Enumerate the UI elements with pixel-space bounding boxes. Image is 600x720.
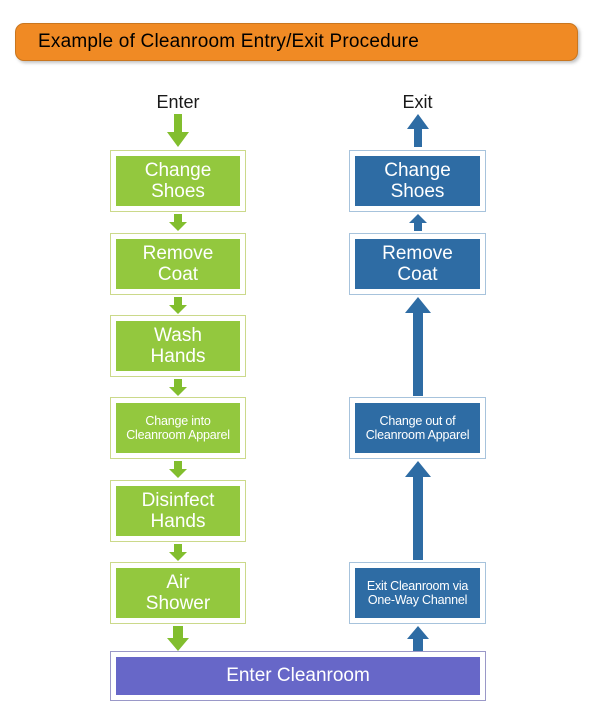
entry-arrow-6-down-icon: [166, 626, 190, 652]
exit-arrow-1-up-icon: [408, 214, 428, 232]
entry-arrow-4-down-icon: [168, 461, 188, 479]
exit-arrow-end-up-icon: [406, 114, 430, 148]
exit-arrow-4-up-icon: [406, 626, 430, 652]
entry-arrow-start-down-icon: [166, 114, 190, 148]
entry-arrow-3-down-icon: [168, 379, 188, 397]
title-banner: Example of Cleanroom Entry/Exit Procedur…: [15, 23, 578, 61]
enter-cleanroom-bar[interactable]: Enter Cleanroom: [110, 651, 486, 701]
exit-arrow-2-long-up-icon: [404, 297, 432, 397]
exit-column-caption: Exit: [402, 92, 433, 112]
entry-arrow-5-down-icon: [168, 544, 188, 562]
exit-arrow-3-long-up-icon: [404, 461, 432, 561]
entry-arrow-2-down-icon: [168, 297, 188, 315]
entry-arrow-1-down-icon: [168, 214, 188, 232]
enter-cleanroom-label: Enter Cleanroom: [226, 665, 370, 686]
page-title: Example of Cleanroom Entry/Exit Procedur…: [38, 31, 419, 52]
entry-column-caption: Enter: [156, 92, 200, 112]
